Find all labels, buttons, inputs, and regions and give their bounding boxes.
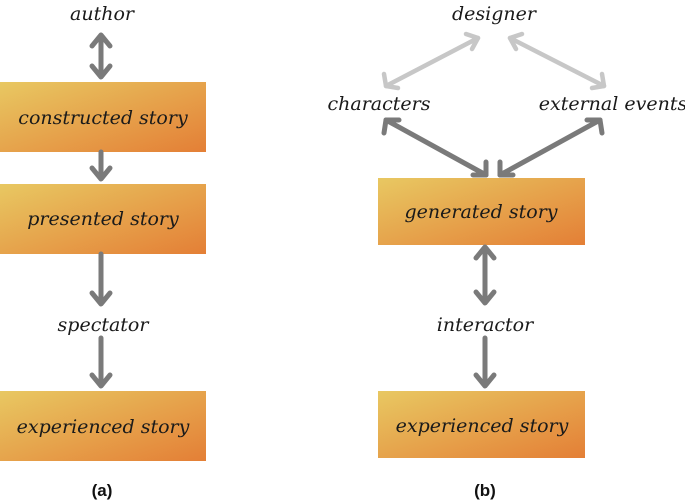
external-events-generated-double-arrow (497, 117, 605, 178)
author-constructed-double-arrow (89, 32, 113, 80)
generated-interactor-double-arrow (473, 244, 497, 306)
interactor-experienced-arrow (473, 335, 497, 389)
designer-external-events-double-arrow (507, 31, 607, 91)
panel-b: designer characters external events (328, 3, 685, 500)
presented-spectator-arrow (89, 251, 113, 307)
experienced-story-label-a: experienced story (17, 416, 190, 438)
constructed-presented-arrow (89, 149, 113, 182)
presented-story-box (0, 184, 206, 254)
constructed-story-box (0, 82, 206, 152)
panel-a: author constructed story presented story… (0, 3, 206, 500)
spectator-experienced-arrow (89, 335, 113, 389)
spectator-label: spectator (58, 314, 151, 336)
generated-story-label: generated story (404, 201, 557, 223)
designer-label: designer (452, 3, 538, 25)
constructed-story-label: constructed story (18, 107, 188, 129)
generated-story-box (378, 178, 585, 245)
presented-story-label: presented story (27, 208, 179, 230)
caption-a: (a) (92, 481, 113, 500)
interactor-label: interactor (437, 314, 535, 336)
characters-generated-double-arrow (381, 117, 489, 178)
designer-characters-double-arrow (381, 31, 481, 91)
caption-b: (b) (474, 481, 496, 500)
experienced-story-box-a (0, 391, 206, 461)
experienced-story-box-b (378, 391, 585, 458)
experienced-story-label-b: experienced story (396, 415, 569, 437)
external-events-label: external events (539, 93, 685, 115)
characters-label: characters (328, 93, 431, 115)
author-label: author (70, 3, 136, 25)
